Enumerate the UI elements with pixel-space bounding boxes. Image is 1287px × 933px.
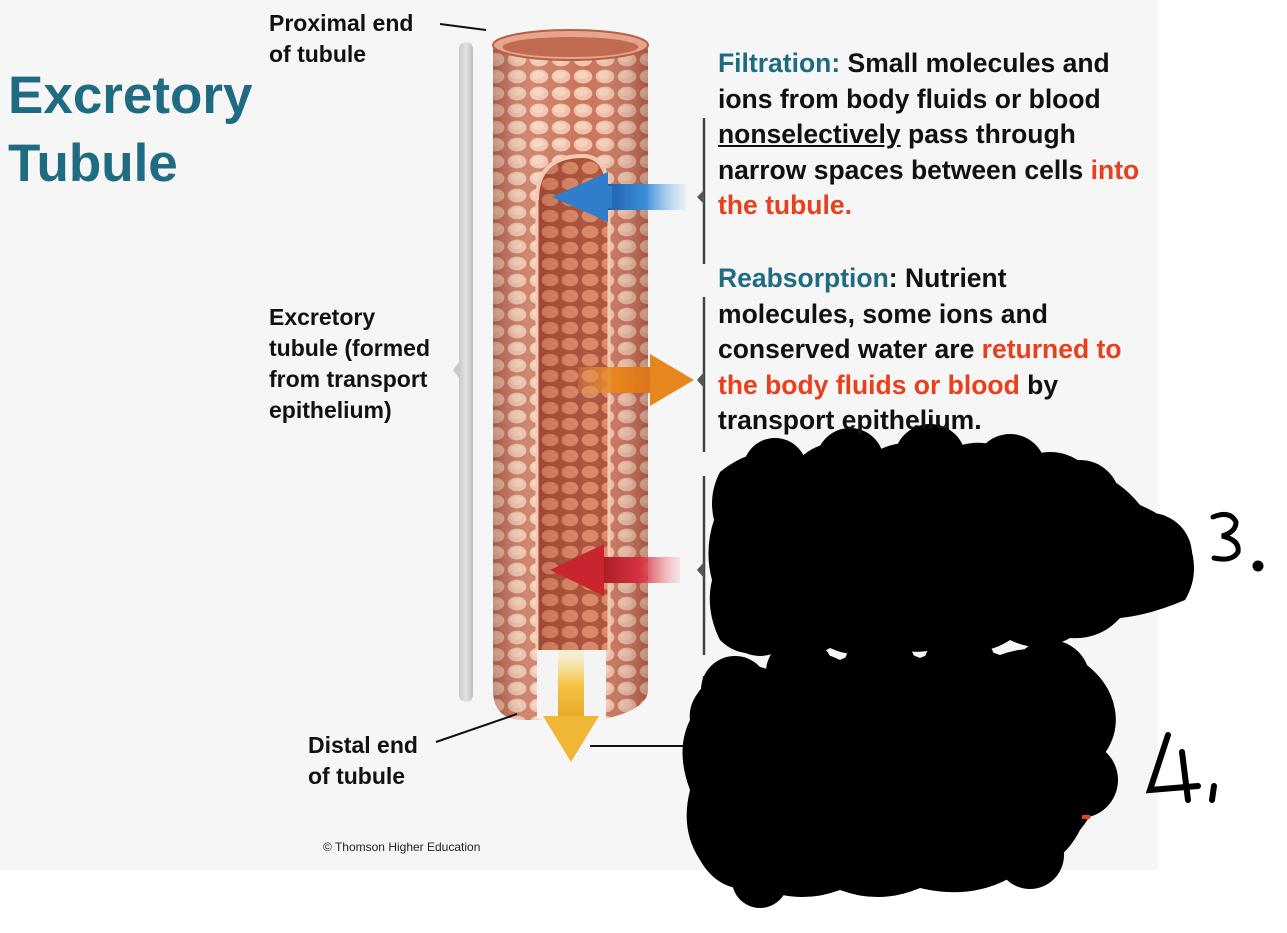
redaction-scribble-bottom [683,630,1119,908]
filtration-term: Filtration: [718,48,840,78]
handwritten-4-mark [1150,735,1214,800]
handwritten-3-mark [1213,514,1261,569]
redaction-scribble-top [708,424,1194,659]
tubule-label-line-3: from transport [269,364,430,395]
distal-label-line-2: of tubule [308,761,418,792]
reabsorption-paragraph: Reabsorption: Nutrient molecules, some i… [718,261,1148,439]
tubule-label-line-1: Excretory [269,302,430,333]
distal-label-line-1: Distal end [308,730,418,761]
proximal-end-label: Proximal end of tubule [269,8,413,70]
distal-end-label: Distal end of tubule [308,730,418,792]
proximal-label-line-2: of tubule [269,39,413,70]
filtration-paragraph: Filtration: Small molecules and ions fro… [718,46,1148,224]
tubule-bracket-notch [453,362,459,378]
reabsorption-term: Reabsorption [718,263,889,293]
proximal-leader-line [440,24,486,30]
excretory-tubule-label: Excretory tubule (formed from transport … [269,302,430,426]
nonselectively-text: nonselectively [718,119,901,149]
proximal-label-line-1: Proximal end [269,8,413,39]
copyright-notice: © Thomson Higher Education [323,840,480,854]
tubule-label-line-2: tubule (formed [269,333,430,364]
tubule-bracket-bar [459,42,473,702]
tubule-label-line-4: epithelium) [269,395,430,426]
distal-leader-line [436,714,517,742]
